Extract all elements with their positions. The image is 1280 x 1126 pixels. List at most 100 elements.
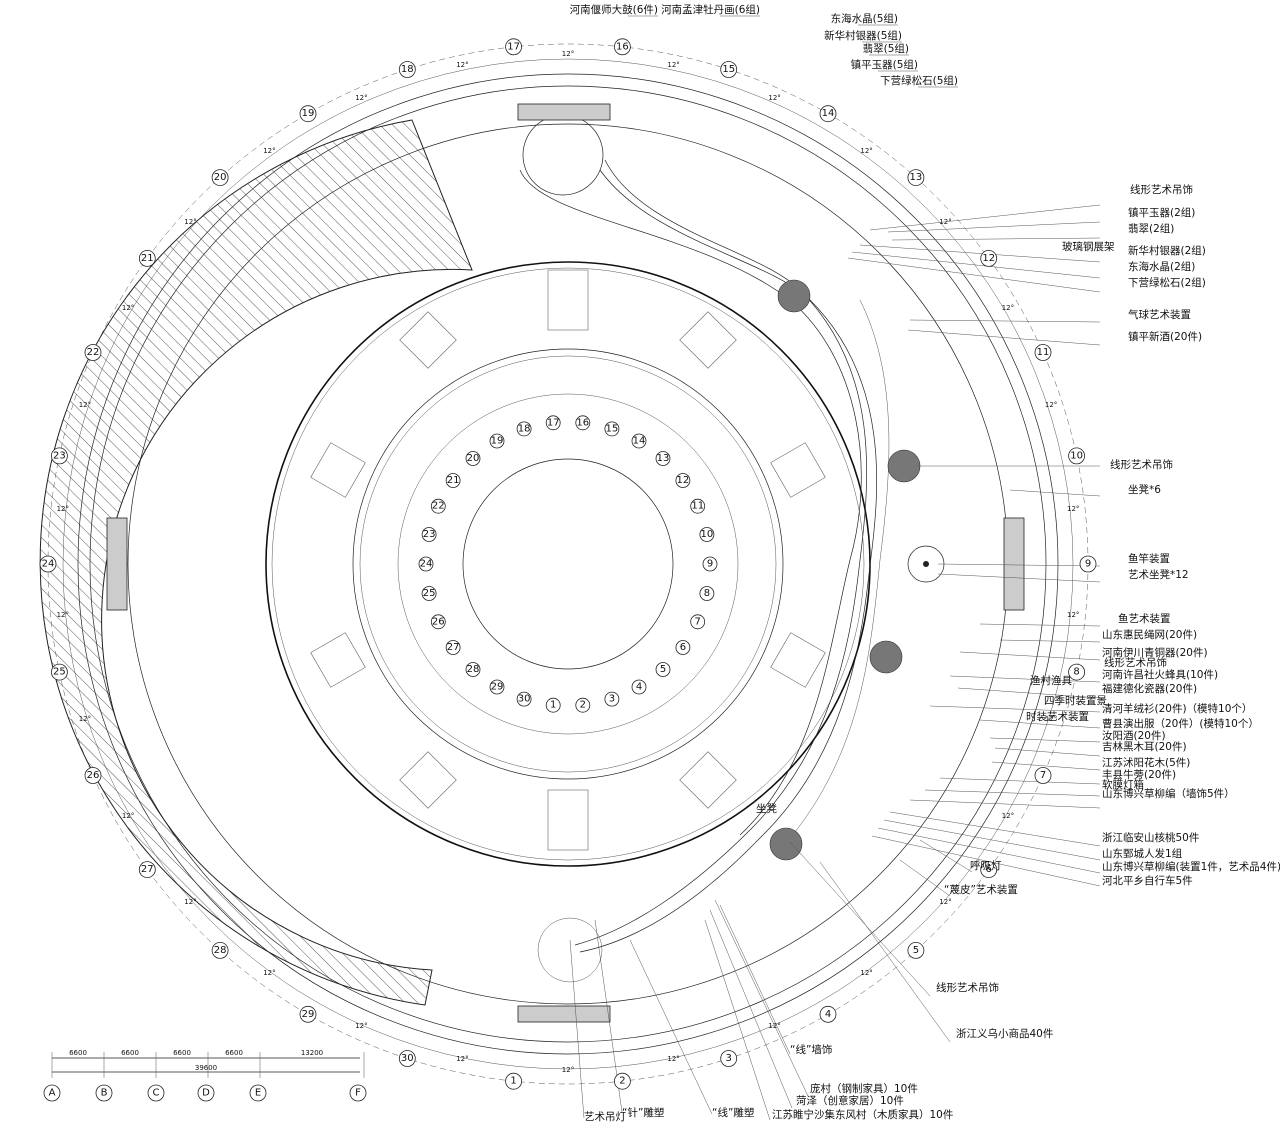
grid-outer-label-23: 23 <box>53 450 66 461</box>
grid-outer-bubble-26 <box>84 767 102 784</box>
leader-line <box>919 839 973 873</box>
leader-line <box>877 827 1101 874</box>
grid-outer-bubble-29 <box>299 1005 317 1023</box>
label-right-8: 镇平新酒(20件) <box>1128 330 1202 343</box>
leader-line <box>991 761 1101 771</box>
angle-mark: 12° <box>184 218 196 226</box>
angle-mark: 12° <box>562 1066 574 1074</box>
grid-outer-bubble-2 <box>614 1072 631 1090</box>
grid-inner-bubble-8 <box>699 586 715 601</box>
grid-outer-bubble-15 <box>720 61 738 78</box>
grid-outer-label-9: 9 <box>1085 559 1091 570</box>
grid-inner-label-3: 3 <box>609 694 615 705</box>
grid-inner-label-17: 17 <box>547 417 560 428</box>
angle-mark: 12° <box>939 218 951 226</box>
grid-outer-label-21: 21 <box>141 253 154 264</box>
leader-line <box>851 251 1101 279</box>
leader-line <box>871 835 1101 887</box>
grid-outer-bubble-20 <box>211 169 229 187</box>
grid-outer-bubble-22 <box>84 344 102 361</box>
grid-inner-bubble-21 <box>445 473 461 488</box>
leader-line <box>907 329 1101 346</box>
leader-line <box>883 819 1101 861</box>
grid-outer-label-3: 3 <box>726 1053 732 1064</box>
label-top-4: 翡翠(5组) <box>863 42 909 55</box>
leader-line <box>719 904 791 1055</box>
leader-line <box>847 257 1101 293</box>
leader-line <box>994 747 1101 757</box>
label-right-2: 翡翠(2组) <box>1128 222 1174 235</box>
grid-outer-label-27: 27 <box>141 864 154 875</box>
grid-outer-label-29: 29 <box>302 1009 315 1020</box>
axis-bubble-C <box>147 1084 165 1102</box>
grid-inner-label-14: 14 <box>633 436 646 447</box>
angle-mark: 12° <box>1045 715 1057 723</box>
grid-outer-bubble-14 <box>819 105 837 123</box>
angle-mark: 12° <box>1067 505 1079 513</box>
grid-outer-bubble-19 <box>299 105 317 123</box>
labels-bottom: “线”墙饰庞村（钢制家具）10件菏泽（创意家居）10件江苏睢宁沙集东风村（木质家… <box>584 802 953 1123</box>
grid-inner-label-16: 16 <box>576 417 589 428</box>
leader-line <box>891 237 1101 241</box>
label-right-15: 河南伊川青铜器(20件) <box>1102 646 1208 659</box>
label-right-20: 四季时装置景 <box>1044 694 1107 707</box>
grid-inner-bubble-29 <box>489 679 505 695</box>
leader-lines <box>569 204 1101 1121</box>
grid-outer-label-12: 12 <box>982 253 995 264</box>
axis-label-E: E <box>255 1088 261 1099</box>
label-bottom-3: 江苏睢宁沙集东风村（木质家具）10件 <box>772 1108 953 1121</box>
label-bottom-5: “针”雕塑 <box>622 1106 665 1119</box>
label-top-5: 镇平玉器(5组) <box>851 58 918 71</box>
axis-label-B: B <box>101 1088 108 1099</box>
grid-inner-bubble-13 <box>655 451 671 466</box>
grid-inner-label-24: 24 <box>420 559 433 570</box>
grid-inner-label-7: 7 <box>695 616 701 627</box>
axis-bubble-E <box>249 1084 267 1102</box>
label-bottom-6: “线”雕塑 <box>712 1106 755 1119</box>
labels-right: 线形艺术吊饰镇平玉器(2组)翡翠(2组)玻璃钢展架新华村银器(2组)东海水晶(2… <box>936 183 1280 1040</box>
axis-bubble-F <box>349 1084 367 1102</box>
label-right-24: 汝阳酒(20件) <box>1102 729 1166 742</box>
grid-outer-label-30: 30 <box>401 1053 414 1064</box>
label-right-0: 线形艺术吊饰 <box>1130 183 1193 196</box>
grid-inner-bubble-16 <box>575 415 591 431</box>
grid-inner-bubble-15 <box>604 421 620 437</box>
angle-mark: 12° <box>667 1055 679 1063</box>
grid-inner-label-18: 18 <box>518 423 531 434</box>
grid-outer-bubble-25 <box>51 663 68 681</box>
angle-mark: 12° <box>1002 304 1014 312</box>
label-top-0: 河南偃师大鼓(6件) <box>570 3 658 16</box>
grid-outer-bubble-28 <box>211 942 229 959</box>
axis-label-D: D <box>202 1088 210 1099</box>
grid-outer-bubble-21 <box>138 249 156 267</box>
angle-mark: 12° <box>57 611 69 619</box>
leader-line <box>979 719 1101 729</box>
label-bottom-2: 菏泽（创意家居）10件 <box>796 1094 904 1107</box>
grid-outer-bubble-30 <box>398 1050 416 1067</box>
label-right-11: 鱼竿装置 <box>1128 552 1170 565</box>
grid-inner-label-27: 27 <box>447 642 460 653</box>
grid-inner-bubble-12 <box>675 473 691 488</box>
leader-line <box>924 789 1101 797</box>
label-right-26: 江苏沭阳花木(5件) <box>1102 756 1190 769</box>
grid-inner-label-4: 4 <box>636 682 642 693</box>
leader-line <box>714 899 809 1097</box>
label-right-14: 山东惠民绳网(20件) <box>1102 628 1197 641</box>
leader-line <box>909 319 1101 323</box>
grid-outer-label-18: 18 <box>401 64 414 75</box>
grid-outer-label-13: 13 <box>910 172 923 183</box>
leader-line <box>937 563 1101 567</box>
label-right-31: 山东鄄城人发1组 <box>1102 847 1183 860</box>
grid-outer-label-7: 7 <box>1040 770 1046 781</box>
grid-outer-label-4: 4 <box>825 1009 831 1020</box>
angle-mark: 12° <box>355 94 367 102</box>
grid-inner-bubble-24 <box>418 556 434 572</box>
label-bottom-0: “线”墙饰 <box>790 1043 832 1056</box>
angle-mark: 12° <box>667 61 679 69</box>
grid-inner-bubble-22 <box>430 498 446 514</box>
grid-outer-bubble-18 <box>398 61 416 78</box>
grid-outer-label-14: 14 <box>822 108 835 119</box>
angle-mark: 12° <box>355 1022 367 1030</box>
exhibit-dots <box>769 279 921 861</box>
